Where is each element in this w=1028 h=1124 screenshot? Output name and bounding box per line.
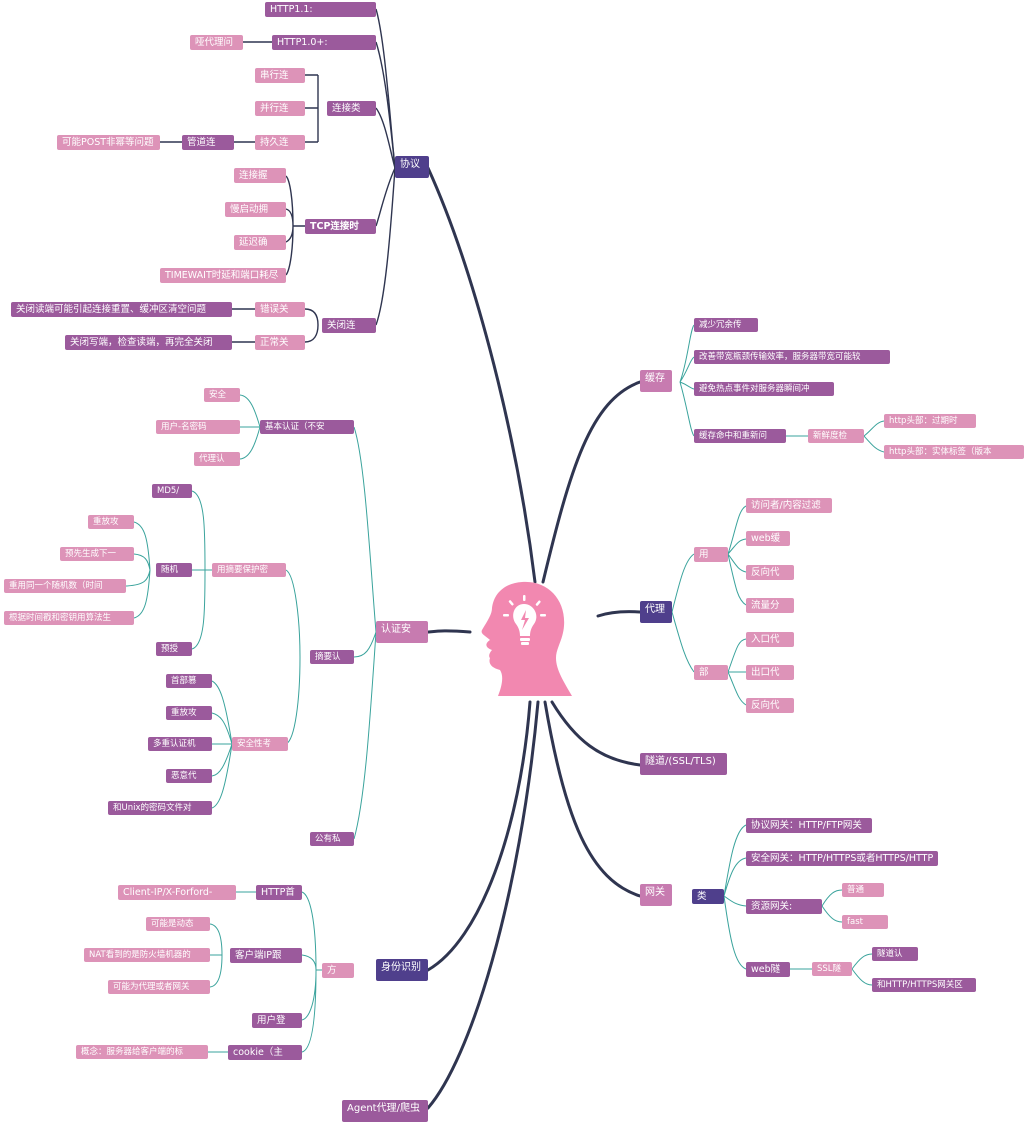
- security-item-5[interactable]: 和Unix的密码文件对: [108, 801, 212, 815]
- user-login-node[interactable]: 用户登: [252, 1013, 302, 1028]
- ssl-note-1[interactable]: 隧道认: [872, 947, 918, 961]
- nonce-item-2[interactable]: 预先生成下一: [60, 547, 134, 561]
- normal-close-note[interactable]: 关闭写端，检查读端，再完全关闭: [65, 335, 232, 350]
- nonce-item-3[interactable]: 重用同一个随机数（时间: [4, 579, 126, 593]
- http10-node[interactable]: HTTP1.0+:: [272, 35, 376, 50]
- timewait-node[interactable]: TIMEWAIT时延和端口耗尽: [160, 268, 286, 283]
- public-key-node[interactable]: 公有私: [310, 832, 354, 846]
- digest-auth-node[interactable]: 摘要认: [310, 650, 354, 664]
- security-item-1[interactable]: 首部篡: [166, 674, 212, 688]
- cache-node[interactable]: 缓存: [640, 370, 672, 392]
- proxy-deploy-node[interactable]: 部: [694, 665, 728, 680]
- protocol-node[interactable]: 协议: [395, 156, 429, 178]
- protocol-gw-node[interactable]: 协议网关：HTTP/FTP网关: [746, 818, 872, 833]
- basic-auth-3[interactable]: 代理认: [194, 452, 240, 466]
- pipeline-note-node[interactable]: 可能POST非幂等问题: [57, 135, 160, 150]
- client-ip-item-1[interactable]: 可能是动态: [146, 917, 210, 931]
- auth-node[interactable]: 认证安: [376, 621, 428, 643]
- client-ip-node[interactable]: 客户端IP跟: [230, 948, 302, 963]
- resource-gw-node[interactable]: 资源网关:: [746, 899, 822, 914]
- ssl-tunnel-node[interactable]: SSL隧: [812, 962, 852, 976]
- gateway-types-node[interactable]: 类: [692, 889, 724, 904]
- proxy-use-2[interactable]: web缓: [746, 531, 790, 546]
- tcp-delay-node[interactable]: TCP连接时: [305, 219, 376, 234]
- client-ip-item-2[interactable]: NAT看到的是防火墙机器的: [84, 948, 210, 962]
- serial-conn-node[interactable]: 串行连: [255, 68, 305, 83]
- parallel-conn-node[interactable]: 并行连: [255, 101, 305, 116]
- basic-auth-2[interactable]: 用户-名密码: [156, 420, 240, 434]
- proxy-deploy-3[interactable]: 反向代: [746, 698, 794, 713]
- resource-fast-node[interactable]: fast: [842, 915, 888, 929]
- security-gw-node[interactable]: 安全网关：HTTP/HTTPS或者HTTPS/HTTP: [746, 851, 938, 866]
- proxy-use-4[interactable]: 流量分: [746, 598, 794, 613]
- http-etag-node[interactable]: http头部：实体标签（版本: [884, 445, 1024, 459]
- cache-item-4[interactable]: 缓存命中和重新问: [694, 429, 786, 443]
- conn-types-node[interactable]: 连接类: [327, 101, 376, 116]
- http11-node[interactable]: HTTP1.1:: [265, 2, 376, 17]
- agent-node[interactable]: Agent代理/爬虫: [342, 1100, 428, 1122]
- slow-start-node[interactable]: 慢启动拥: [225, 202, 286, 217]
- persistent-conn-node[interactable]: 持久连: [255, 135, 305, 150]
- nonce-item-1[interactable]: 重放攻: [88, 515, 134, 529]
- proxy-deploy-2[interactable]: 出口代: [746, 665, 794, 680]
- header-note-node[interactable]: Client-IP/X-Forford-: [118, 885, 236, 900]
- cache-item-2[interactable]: 改善带宽瓶颈传输效率，服务器带宽可能较: [694, 350, 890, 364]
- tcp-handshake-node[interactable]: 连接握: [234, 168, 286, 183]
- proxy-deploy-1[interactable]: 入口代: [746, 632, 794, 647]
- proxy-use-3[interactable]: 反向代: [746, 565, 794, 580]
- nonce-node[interactable]: 随机: [156, 563, 192, 577]
- preauth-node[interactable]: 预授: [156, 642, 192, 656]
- error-close-node[interactable]: 错误关: [255, 302, 305, 317]
- head-lightbulb-icon: [481, 581, 572, 696]
- freshness-node[interactable]: 新鲜度检: [808, 429, 864, 443]
- cache-item-3[interactable]: 避免热点事件对服务器瞬间冲: [694, 382, 834, 396]
- proxy-use-node[interactable]: 用: [694, 547, 728, 562]
- basic-auth-1[interactable]: 安全: [204, 388, 240, 402]
- delayed-ack-node[interactable]: 延迟确: [234, 235, 286, 250]
- pipeline-conn-node[interactable]: 管道连: [182, 135, 234, 150]
- tunnel-node[interactable]: 隧道/(SSL/TLS): [640, 753, 727, 775]
- dumb-proxy-node[interactable]: 哑代理问: [190, 35, 243, 50]
- identity-node[interactable]: 身份识别: [376, 959, 428, 981]
- proxy-node[interactable]: 代理: [640, 601, 672, 623]
- error-close-note[interactable]: 关闭读端可能引起连接重置、缓冲区清空问题: [11, 302, 232, 317]
- proxy-use-1[interactable]: 访问者/内容过滤: [746, 498, 832, 513]
- gateway-node[interactable]: 网关: [640, 884, 672, 906]
- md5-node[interactable]: MD5/: [152, 484, 192, 498]
- security-item-4[interactable]: 恶意代: [166, 769, 212, 783]
- web-tunnel-node[interactable]: web隧: [746, 962, 790, 977]
- cache-item-1[interactable]: 减少冗余传: [694, 318, 758, 332]
- cookie-note-node[interactable]: 概念：服务器给客户端的标: [76, 1045, 208, 1059]
- http-expire-node[interactable]: http头部：过期时: [884, 414, 976, 428]
- identity-methods-node[interactable]: 方: [322, 963, 354, 978]
- resource-normal-node[interactable]: 普通: [842, 883, 884, 897]
- basic-auth-node[interactable]: 基本认证（不安: [260, 420, 354, 434]
- close-conn-node[interactable]: 关闭连: [322, 318, 376, 333]
- security-consider-node[interactable]: 安全性考: [232, 737, 288, 751]
- ssl-note-2[interactable]: 和HTTP/HTTPS网关区: [872, 978, 976, 992]
- nonce-item-4[interactable]: 根据时间戳和密钥用算法生: [4, 611, 134, 625]
- cookie-node[interactable]: cookie（主: [228, 1045, 302, 1060]
- http-header-node[interactable]: HTTP首: [256, 885, 302, 900]
- normal-close-node[interactable]: 正常关: [255, 335, 305, 350]
- client-ip-item-3[interactable]: 可能为代理或者网关: [108, 980, 210, 994]
- digest-protect-node[interactable]: 用摘要保护密: [212, 563, 286, 577]
- security-item-3[interactable]: 多重认证机: [148, 737, 212, 751]
- security-item-2[interactable]: 重放攻: [166, 706, 212, 720]
